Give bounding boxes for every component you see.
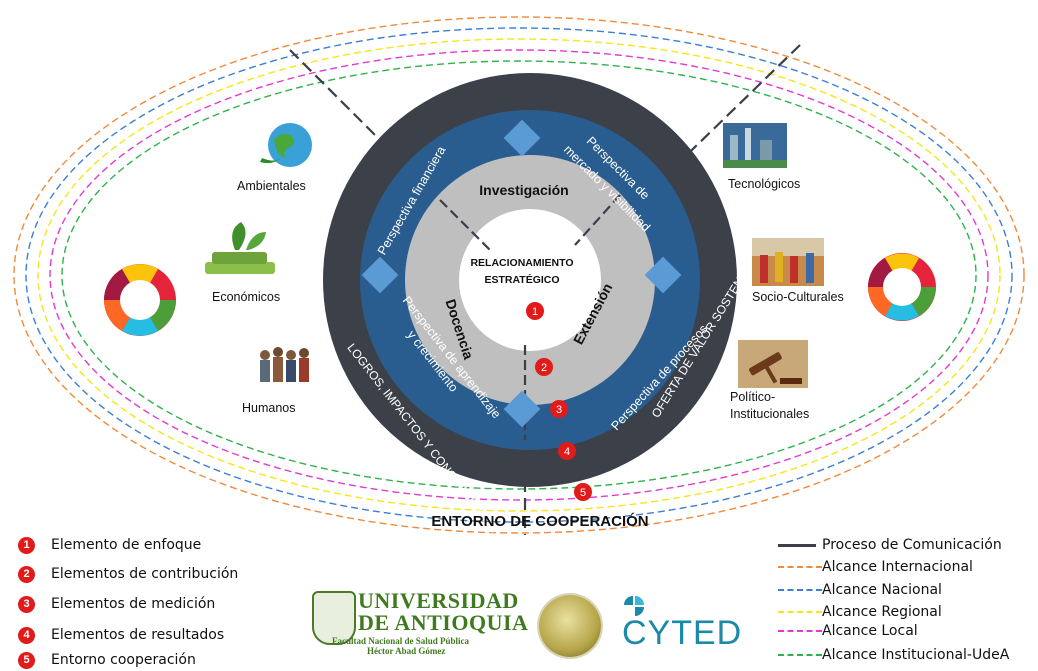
legend-item-2: 2 Elementos de contribución [18,563,238,585]
line-swatch [778,589,822,591]
label-innovacion: INNOVACIÓN [472,0,567,12]
legend-label: Elemento de enfoque [51,537,202,553]
money-plant-icon [205,222,275,274]
legend-item-3: 3 Elementos de medición [18,593,215,615]
legend-line-label: Alcance Internacional [822,559,973,575]
legend-item-1: 1 Elemento de enfoque [18,534,201,556]
marker-icon: 1 [18,536,35,554]
factor-politico-1: Político- [730,390,775,404]
gavel-icon [738,340,808,388]
legend-label: Elementos de resultados [51,627,225,643]
function-investigacion: Investigación [479,182,568,198]
diamonds [361,119,682,428]
factory-icon [723,123,787,168]
cyted-logo: CYTED [622,594,742,664]
svg-text:3: 3 [556,404,562,416]
entorno-title: ENTORNO DE COOPERACIÓN [431,512,648,530]
ellipse-institucional [61,60,977,490]
sdg-wheel-icon-left [104,264,176,336]
factor-ambientales: Ambientales [237,179,306,193]
marker-icon: 3 [18,595,35,613]
svg-text:2: 2 [541,362,547,374]
factor-politico-2: Institucionales [730,407,809,421]
line-swatch [778,630,822,632]
cyted-mark-icon [624,596,633,605]
center-line-2: ESTRATÉGICO [484,273,559,286]
dancers-icon [752,238,824,286]
line-swatch [778,654,822,656]
marker-icon: 5 [18,651,35,669]
udea-seal-icon [312,591,356,645]
cyted-mark-icon [635,596,644,605]
legend-line-nacional: Alcance Nacional [778,580,1033,600]
udea-logo: UNIVERSIDAD DE ANTIOQUIA Facultad Nacion… [312,588,529,663]
diamond-top [503,119,541,157]
udea-name-1: UNIVERSIDAD [358,588,519,613]
marker-1: 1 [526,302,544,320]
line-swatch [778,566,822,568]
factor-socioculturales: Socio-Culturales [752,290,844,304]
globe-icon [260,123,312,167]
people-icon [260,347,309,382]
legend-line-label: Alcance Nacional [822,582,942,598]
factor-tecnologicos: Tecnológicos [728,177,800,191]
legend-line-label: Proceso de Comunicación [822,537,1002,553]
svg-text:5: 5 [580,487,586,499]
legend-line-comunicacion: Proceso de Comunicación [778,535,1033,555]
cyted-wordmark: CYTED [622,614,743,652]
line-swatch [778,611,822,613]
svg-text:1: 1 [532,306,538,318]
legend-line-regional: Alcance Regional [778,602,1033,622]
marker-3: 3 [550,400,568,418]
legend-line-label: Alcance Local [822,623,918,639]
legend-item-5: 5 Entorno cooperación [18,649,196,671]
ellipse-regional [37,38,1001,512]
center-circle [459,209,601,351]
diamond-right [644,256,682,294]
udea-faculty: Facultad Nacional de Salud Pública [332,636,470,646]
udea-name-2: DE ANTIOQUIA [358,610,529,635]
legend-line-local: Alcance Local [778,621,1033,641]
udea-faculty-name: Héctor Abad Gómez [367,646,446,656]
line-swatch [778,543,816,547]
legend-label: Elementos de medición [51,596,216,612]
ellipse-internacional [13,16,1025,534]
sdg-wheel-icon-right [868,253,936,321]
legend-line-institucional: Alcance Institucional-UdeA [778,645,1033,665]
tree-medal-logo-icon [539,595,601,657]
factor-economicos: Económicos [212,290,280,304]
legend-line-internacional: Alcance Internacional [778,557,1033,577]
marker-2: 2 [535,358,553,376]
svg-text:4: 4 [564,446,570,458]
ellipse-nacional [25,27,1013,523]
legend-line-label: Alcance Institucional-UdeA [822,647,1010,663]
scope-ellipses [13,16,1025,534]
marker-icon: 4 [18,626,35,644]
marker-5: 5 [574,483,592,501]
diamond-bottom [503,390,541,428]
legend-line-label: Alcance Regional [822,604,942,620]
legend-item-4: 4 Elementos de resultados [18,624,224,646]
ellipse-local [49,49,989,501]
factor-humanos: Humanos [242,401,296,415]
diamond-left [361,256,399,294]
markers: 1 2 3 4 5 [526,302,592,501]
legend-label: Elementos de contribución [51,566,239,582]
cyted-mark-icon [635,607,644,616]
marker-icon: 2 [18,565,35,583]
marker-4: 4 [558,442,576,460]
legend-label: Entorno cooperación [51,652,196,668]
center-line-1: RELACIONAMIENTO [470,257,573,269]
